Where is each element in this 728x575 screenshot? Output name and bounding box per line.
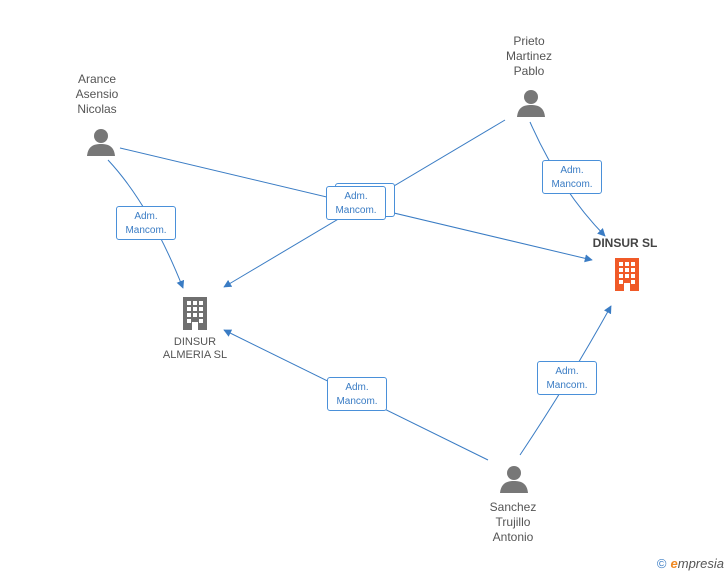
building-icon-dinsur-almeria[interactable]	[180, 295, 210, 331]
building-icon-dinsur-sl[interactable]	[612, 256, 642, 292]
role-badge-prieto-dinsur-sl[interactable]: Adm.Mancom.	[542, 160, 602, 194]
person-icon-prieto[interactable]	[516, 88, 546, 118]
copyright-icon: ©	[656, 556, 667, 571]
person-icon-sanchez[interactable]	[499, 464, 529, 494]
company-label-dinsur-almeria[interactable]: DINSUR ALMERIA SL	[162, 336, 228, 361]
person-icon-arance[interactable]	[86, 127, 116, 157]
company-label-dinsur-sl[interactable]: DINSUR SL	[592, 236, 658, 250]
role-badge-sanchez-almeria[interactable]: Adm.Mancom.	[327, 377, 387, 411]
role-badge-sanchez-dinsur-sl[interactable]: Adm.Mancom.	[537, 361, 597, 395]
brand-footer: ©empresia	[657, 556, 724, 571]
role-badge-arance-almeria[interactable]: Adm.Mancom.	[116, 206, 176, 240]
brand-logo: empresia	[670, 556, 724, 571]
role-badge-center[interactable]: Adm.Mancom.	[326, 186, 386, 220]
person-label-arance: Arance Asensio Nicolas	[75, 72, 119, 116]
person-label-prieto: Prieto Martinez Pablo	[505, 34, 552, 78]
person-label-sanchez: Sanchez Trujillo Antonio	[489, 500, 537, 544]
